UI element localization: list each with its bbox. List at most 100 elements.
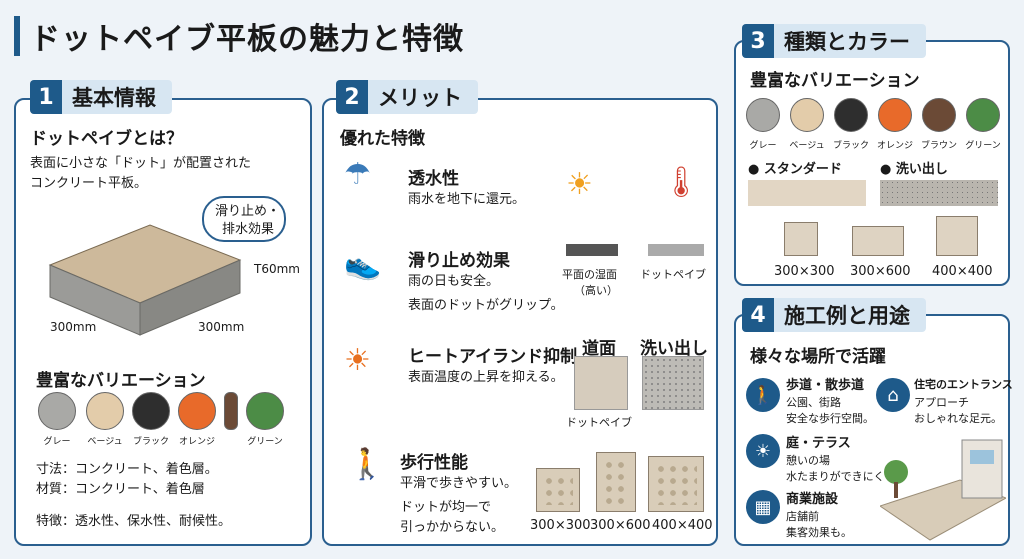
compare-flat-sub: （高い） <box>574 284 618 297</box>
panel-4-number: 4 <box>742 298 774 332</box>
rain-cloud-icon: ☂ <box>344 157 371 192</box>
size-label: 400×400 <box>652 518 713 533</box>
swatch-black <box>834 98 868 132</box>
what-heading: ドットペイブとは？ <box>30 129 183 149</box>
size-tile-400 <box>936 216 978 256</box>
callout-bubble <box>202 196 286 242</box>
swatch-label: ベージュ <box>87 437 123 447</box>
surface-label-2: 洗い出し <box>640 339 708 359</box>
panel-4-title: 施工例と用途 <box>784 304 910 328</box>
desc-line-2: コンクリート平板。 <box>30 176 148 191</box>
sun-icon: ☀ <box>566 167 593 202</box>
swatch-brown <box>922 98 956 132</box>
merit-heading: 優れた特徴 <box>340 129 425 149</box>
swatch-green <box>966 98 1000 132</box>
usage-4-desc-1: 店舗前 <box>786 510 819 523</box>
panel-2-number: 2 <box>336 80 368 114</box>
usage-4-title: 商業施設 <box>786 492 839 507</box>
swatch-label: グリーン <box>247 437 283 447</box>
swatch-beige <box>790 98 824 132</box>
storefront-icon: ▦ <box>746 490 780 524</box>
panel-1-number: 1 <box>30 80 62 114</box>
house-entrance-icon: ⌂ <box>876 378 910 412</box>
spec-size: 寸法：コンクリート、着色層。 <box>36 462 218 477</box>
variation-heading: 豊富なバリエーション <box>36 371 206 391</box>
swatch-beige <box>86 392 124 430</box>
swatch-label: グリーン <box>965 141 1001 151</box>
size-tile-300 <box>784 222 818 256</box>
callout-line-1: 滑り止め・ <box>215 204 281 219</box>
swatch-grey <box>746 98 780 132</box>
size-label: 300×600 <box>590 518 651 533</box>
standard-label: ● スタンダード <box>748 162 842 177</box>
swatch-label: オレンジ <box>876 141 913 151</box>
feature-permeable-desc: 雨水を地下に還元。 <box>408 192 526 207</box>
dot-surface-sample <box>648 244 704 256</box>
usage-4-desc-2: 集客効果も。 <box>786 526 852 539</box>
swatch-label: ブラウン <box>920 141 957 151</box>
washed-text: 洗い出し <box>895 162 948 177</box>
swatch-grey <box>38 392 76 430</box>
walking-person-icon: 🚶 <box>348 447 386 482</box>
flat-surface-sample <box>566 244 618 256</box>
surface-sample-plain <box>574 356 628 410</box>
feature-walk-desc-1: 平滑で歩きやすい。 <box>400 476 518 491</box>
standard-text: スタンダード <box>763 162 842 177</box>
feature-slip-title: 滑り止め効果 <box>408 251 510 271</box>
callout-line-2: 排水効果 <box>222 222 275 237</box>
size-label: 300×300 <box>530 518 591 533</box>
usage-2-desc-1: アプローチ <box>914 396 969 409</box>
panel-3-header: 3 種類とカラー <box>742 24 926 58</box>
usage-1-title: 歩道・散歩道 <box>786 378 865 393</box>
size-label: 400×400 <box>932 264 993 279</box>
title-accent <box>14 16 20 56</box>
usage-2-desc-2: おしゃれな足元。 <box>914 412 1002 425</box>
usage-heading: 様々な場所で活躍 <box>750 347 886 367</box>
size-sample-600 <box>596 452 636 512</box>
panel-1-title: 基本情報 <box>72 86 156 110</box>
heat-sun-icon: ☀ <box>344 343 371 378</box>
washed-sample <box>880 180 998 206</box>
size-sample-300 <box>536 468 580 512</box>
size-sample-400 <box>648 456 704 512</box>
panel-3-number: 3 <box>742 24 774 58</box>
swatch-label: グレー <box>749 141 777 151</box>
swatch-brown <box>224 392 238 430</box>
feature-permeable-title: 透水性 <box>408 169 459 189</box>
spec-feature: 特徴：透水性、保水性、耐候性。 <box>36 514 232 529</box>
washed-label: ● 洗い出し <box>880 162 948 177</box>
pedestrian-icon: 🚶 <box>746 378 780 412</box>
feature-heat-desc: 表面温度の上昇を抑える。 <box>408 370 564 385</box>
tile-illustration <box>48 224 242 336</box>
swatch-green <box>246 392 284 430</box>
swatch-orange <box>878 98 912 132</box>
feature-walk-desc-3: 引っかからない。 <box>400 520 505 535</box>
spec-material: 材質：コンクリート、着色層 <box>36 482 205 497</box>
swatch-black <box>132 392 170 430</box>
page-title: ドットペイブ平板の魅力と特徴 <box>30 22 464 57</box>
swatch-label: ブラック <box>132 437 169 447</box>
feature-heat-title: ヒートアイランド抑制 <box>408 347 578 367</box>
usage-3-desc-1: 憩いの場 <box>786 454 830 467</box>
usage-3-title: 庭・テラス <box>786 436 851 451</box>
standard-sample <box>748 180 866 206</box>
panel-4-header: 4 施工例と用途 <box>742 298 926 332</box>
panel-2-header: 2 メリット <box>336 80 478 114</box>
usage-2-title: 住宅のエントランス <box>914 378 1013 391</box>
surface-label-1: 道面 <box>582 339 616 359</box>
usage-1-desc-2: 安全な歩行空間。 <box>786 412 874 425</box>
footprint-icon: 👟 <box>344 247 382 282</box>
garden-icon: ☀ <box>746 434 780 468</box>
usage-3-desc-2: 水たまりができにくい <box>786 470 896 483</box>
dim-thickness: T60mm <box>254 262 300 276</box>
panel-2-title: メリット <box>378 86 462 110</box>
swatch-label: ブラック <box>832 141 869 151</box>
swatch-label: グレー <box>43 437 71 447</box>
feature-walk-desc-2: ドットが均一で <box>400 500 492 515</box>
surface-caption: ドットペイブ <box>566 416 632 429</box>
compare-flat-label: 平面の湿面 <box>562 268 617 281</box>
feature-slip-desc-1: 雨の日も安全。 <box>408 274 500 289</box>
types-heading: 豊富なバリエーション <box>750 71 920 91</box>
paved-plaza-illustration <box>880 439 1006 541</box>
panel-1-header: 1 基本情報 <box>30 80 172 114</box>
